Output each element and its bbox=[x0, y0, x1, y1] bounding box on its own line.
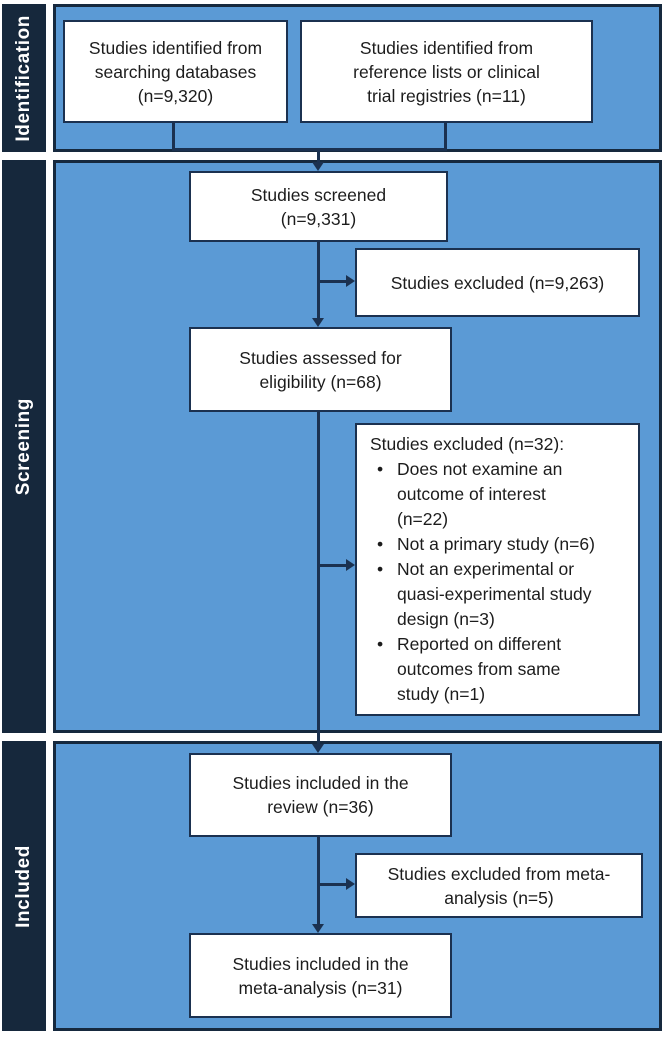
connector-assessed-review bbox=[317, 412, 320, 745]
connector-merge-bar bbox=[172, 148, 447, 151]
excluded-reason-item: Not a primary study (n=6) bbox=[370, 532, 630, 557]
excluded-reason-item: Reported on different outcomes from same… bbox=[370, 632, 630, 707]
excluded-reason-item: Not an experimental or quasi-experimenta… bbox=[370, 557, 630, 632]
stage-included: Included bbox=[2, 741, 46, 1031]
right-arrow-icon bbox=[346, 559, 355, 571]
stage-screening: Screening bbox=[2, 160, 46, 733]
box-excluded-meta-analysis: Studies excluded from meta- analysis (n=… bbox=[355, 853, 643, 918]
box-included-meta-analysis: Studies included in the meta-analysis (n… bbox=[189, 933, 452, 1018]
box-screened: Studies screened (n=9,331) bbox=[189, 171, 448, 242]
connector-branch-excluded-meta bbox=[318, 883, 347, 886]
box-included-review: Studies included in the review (n=36) bbox=[189, 753, 452, 837]
connector-databases-stub bbox=[172, 123, 175, 151]
box-excluded-eligibility-heading: Studies excluded (n=32): bbox=[370, 434, 565, 454]
right-arrow-icon bbox=[346, 878, 355, 890]
connector-review-meta bbox=[317, 837, 320, 925]
excluded-eligibility-list: Does not examine an outcome of interest … bbox=[370, 457, 630, 707]
connector-branch-excluded-eligibility bbox=[318, 564, 347, 567]
down-arrow-icon bbox=[312, 318, 324, 327]
box-assessed-eligibility: Studies assessed for eligibility (n=68) bbox=[189, 327, 452, 412]
box-identified-references: Studies identified from reference lists … bbox=[300, 20, 593, 123]
connector-branch-excluded-screening bbox=[318, 280, 347, 283]
excluded-reason-item: Does not examine an outcome of interest … bbox=[370, 457, 630, 532]
box-identified-databases: Studies identified from searching databa… bbox=[63, 20, 288, 123]
stage-screening-label: Screening bbox=[13, 397, 34, 496]
box-excluded-screening: Studies excluded (n=9,263) bbox=[355, 248, 640, 317]
down-arrow-icon bbox=[312, 162, 324, 171]
down-arrow-icon bbox=[312, 924, 324, 933]
stage-identification: Identification bbox=[2, 4, 46, 152]
right-arrow-icon bbox=[346, 275, 355, 287]
stage-included-label: Included bbox=[13, 844, 34, 928]
connector-references-stub bbox=[444, 123, 447, 151]
box-excluded-eligibility: Studies excluded (n=32): Does not examin… bbox=[355, 423, 640, 716]
down-arrow-icon bbox=[312, 744, 324, 753]
stage-identification-label: Identification bbox=[13, 14, 34, 142]
connector-merge-drop bbox=[317, 148, 320, 163]
